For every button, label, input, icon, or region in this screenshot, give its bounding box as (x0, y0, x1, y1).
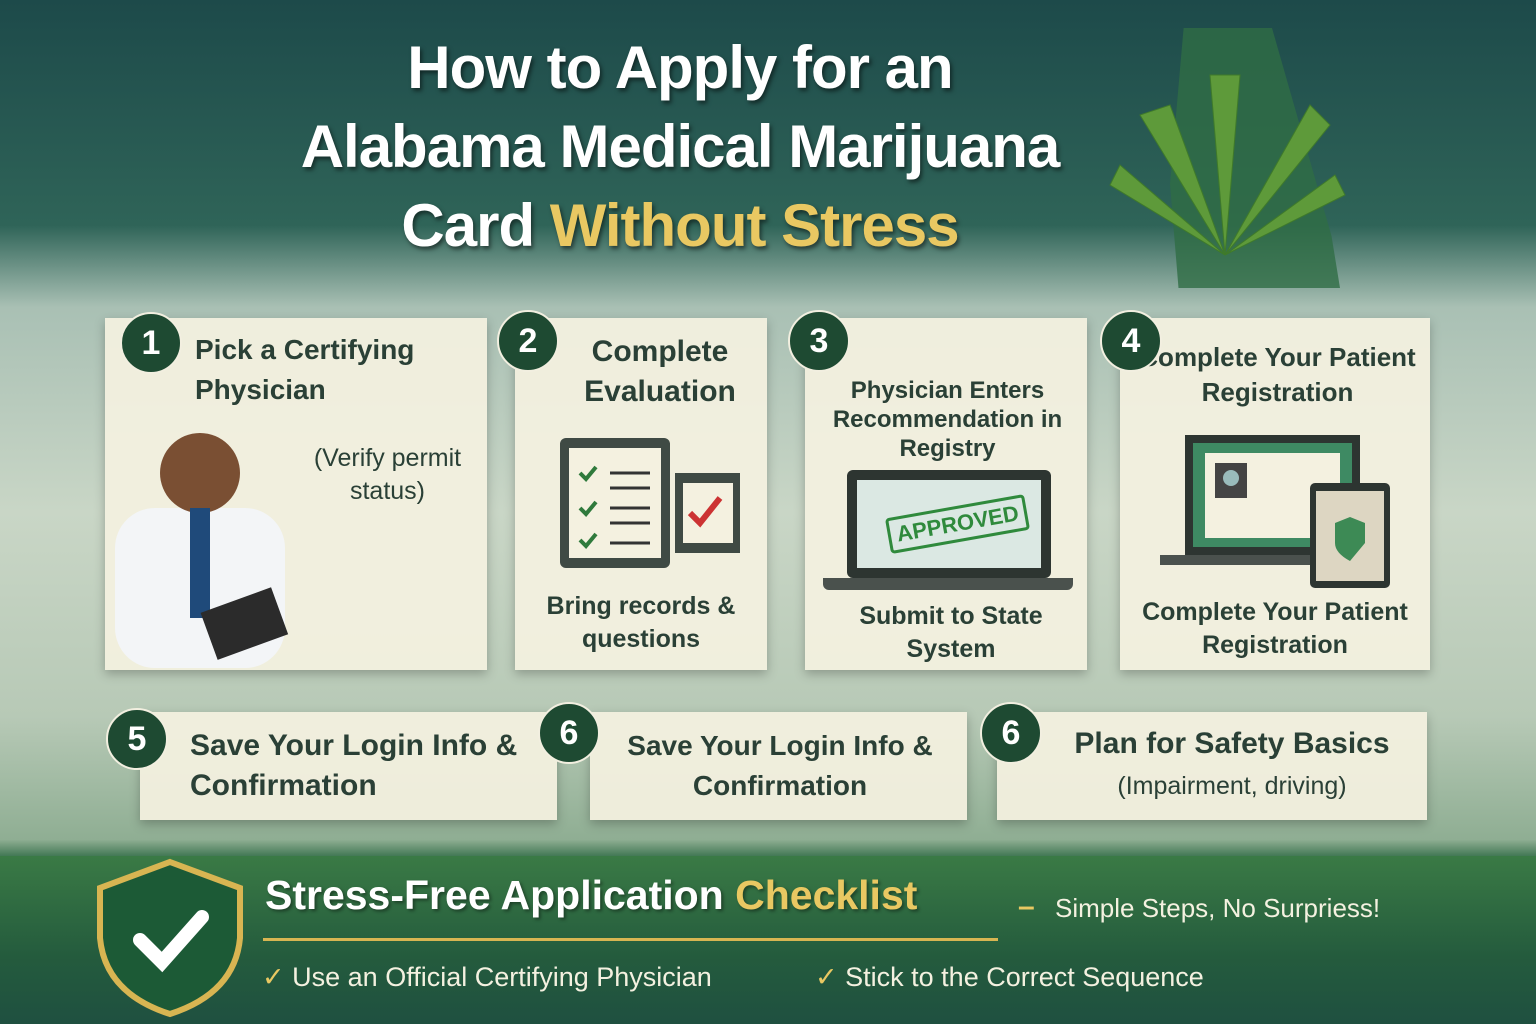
step-subtitle: (Impairment, driving) (1117, 772, 1347, 800)
checklist-text: Stick to the Correct Sequence (845, 962, 1204, 992)
banner-divider (263, 938, 998, 941)
step-card-5: Save Your Login Info & Confirmation (140, 712, 557, 820)
banner-dash: – (1018, 890, 1035, 923)
step-subtitle: (Verify permit status) (313, 444, 462, 505)
step-title: Complete Your Patient Registration (1139, 342, 1416, 407)
step-title: Pick a Certifying Physician (195, 334, 415, 405)
step-card-1: Pick a Certifying Physician (Verify perm… (105, 318, 487, 670)
step-title: Save Your Login Info & Confirmation (190, 729, 518, 802)
cannabis-leaf-icon (1109, 74, 1346, 256)
laptop-base (823, 578, 1073, 590)
shield-check-icon (97, 858, 243, 1018)
step-card-7: Plan for Safety Basics (Impairment, driv… (997, 712, 1427, 820)
banner-tagline: Simple Steps, No Surpriess! (1055, 893, 1381, 923)
step-card-4: Complete Your Patient Registration Compl… (1120, 318, 1430, 670)
clipboard-checklist-icon (560, 438, 740, 568)
step-badge-3: 3 (788, 310, 850, 372)
step-badge-5: 5 (106, 708, 168, 770)
banner-title-highlight: Checklist (735, 872, 918, 918)
physician-illustration (115, 433, 289, 668)
step-badge-7: 6 (980, 702, 1042, 764)
checklist-text: Use an Official Certifying Physician (292, 962, 712, 992)
step-card-3: Physician Enters Recommendation in Regis… (805, 318, 1087, 670)
title-card: Card (401, 192, 550, 259)
title-highlight: Without Stress (549, 192, 960, 259)
step-subtitle: Complete Your Patient Registration (1142, 598, 1408, 659)
step-title: Complete Evaluation (584, 335, 736, 408)
step-card-6: Save Your Login Info & Confirmation (590, 712, 967, 820)
registration-devices-icon (1160, 435, 1390, 588)
checkmark-icon: ✓ (815, 962, 838, 992)
step-subtitle: Bring records & questions (546, 592, 736, 653)
step-title: Plan for Safety Basics (1074, 727, 1390, 760)
step-subtitle: Submit to State System (859, 602, 1043, 663)
title-line-1: How to Apply for an (407, 34, 953, 101)
step-title: Save Your Login Info & Confirmation (627, 730, 933, 801)
banner-title-main: Stress-Free Application (265, 872, 736, 918)
page-title: How to Apply for an Alabama Medical Mari… (180, 28, 1180, 265)
laptop-icon: APPROVED (847, 470, 1051, 578)
banner-title: Stress-Free Application Checklist (265, 872, 917, 919)
title-line-3: Card Without Stress (180, 186, 1180, 265)
step-badge-6: 6 (538, 702, 600, 764)
step-card-2: Complete Evaluation Bring records & ques… (515, 318, 767, 670)
checklist-item-1: ✓ Use an Official Certifying Physician (262, 962, 712, 993)
checkmark-icon: ✓ (262, 962, 285, 992)
checklist-item-2: ✓ Stick to the Correct Sequence (815, 962, 1204, 993)
step-badge-2: 2 (497, 310, 559, 372)
step-title: Physician Enters Recommendation in Regis… (832, 377, 1063, 462)
step-badge-4: 4 (1100, 310, 1162, 372)
title-line-2: Alabama Medical Marijuana (300, 113, 1061, 180)
step-badge-1: 1 (120, 312, 182, 374)
